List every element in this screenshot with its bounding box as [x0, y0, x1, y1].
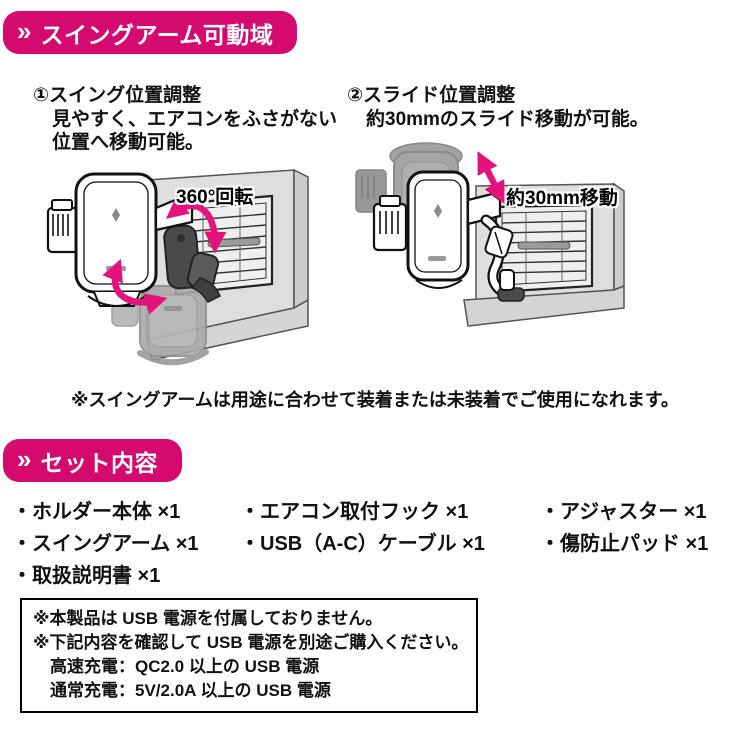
slide-arrow — [477, 151, 505, 204]
set-item: ・USB（A-C）ケーブル ×1 — [240, 533, 485, 555]
vent-clip — [372, 195, 408, 252]
notice-line-2: ※下記内容を確認して USB 電源を別途ご購入ください。 — [33, 633, 469, 652]
double-chevron-icon: » — [17, 443, 32, 474]
step-1-line-1: 見やすく、エアコンをふさがない — [52, 109, 338, 130]
set-item: ・ホルダー本体 ×1 — [12, 501, 181, 523]
usb-power-notice-box: ※本製品は USB 電源を付属しておりません。 ※下記内容を確認して USB 電… — [20, 598, 478, 713]
charging-indicator-mark — [434, 204, 442, 218]
slide-adjustment-illustration — [355, 142, 625, 327]
notice-line-1: ※本製品は USB 電源を付属しておりません。 — [33, 609, 383, 628]
set-item: ・アジャスター ×1 — [540, 501, 707, 523]
set-item: ・スイングアーム ×1 — [12, 533, 199, 555]
set-item: ・取扱説明書 ×1 — [12, 565, 161, 587]
diagram-slide-adjustment — [350, 140, 650, 345]
step-1-heading: ①スイング位置調整 — [33, 85, 202, 106]
section-header-set-contents: » セット内容 — [3, 439, 182, 482]
double-chevron-icon: » — [17, 15, 32, 46]
step-1-line-2: 位置へ移動可能。 — [52, 132, 205, 153]
brand-mark — [428, 256, 446, 261]
notice-line-3: 高速充電：QC2.0 以上の USB 電源 — [50, 657, 320, 676]
slide-mount-arm — [480, 214, 525, 302]
set-contents-column-1: ・ホルダー本体 ×1 ・スイングアーム ×1 ・取扱説明書 ×1 — [12, 496, 199, 592]
step-2-caption: ②スライド位置調整 約30mmのスライド移動が可能。 — [347, 84, 649, 131]
diagram-swing-rotation — [40, 150, 340, 375]
section-header-swing-range: » スイングアーム可動域 — [3, 11, 298, 54]
set-item: ・傷防止パッド ×1 — [540, 533, 709, 555]
set-item: ・エアコン取付フック ×1 — [240, 501, 469, 523]
notice-line-4: 通常充電：5V/2.0A 以上の USB 電源 — [50, 681, 331, 700]
section-title-swing-range: スイングアーム可動域 — [40, 21, 274, 48]
step-2-heading: ②スライド位置調整 — [347, 85, 516, 106]
vent-clip — [46, 199, 80, 254]
phone-holder — [372, 170, 502, 289]
set-contents-column-3: ・アジャスター ×1 ・傷防止パッド ×1 — [540, 496, 708, 560]
rotation-arrow-lower — [102, 258, 168, 315]
vent-panel-side — [293, 168, 309, 310]
swing-rotation-illustration — [46, 168, 309, 366]
step-2-line-1: 約30mmのスライド移動が可能。 — [366, 109, 649, 130]
charging-indicator-mark — [112, 208, 120, 222]
section-title-set-contents: セット内容 — [40, 449, 158, 476]
step-1-caption: ①スイング位置調整 見やすく、エアコンをふさがない 位置へ移動可能。 — [33, 84, 337, 154]
swing-arm-usage-note: ※スイングアームは用途に合わせて装着または未装着でご使用になれます。 — [70, 390, 680, 410]
slide-distance-label: 約30mm移動 — [506, 188, 618, 209]
set-contents-column-2: ・エアコン取付フック ×1 ・USB（A-C）ケーブル ×1 — [240, 496, 485, 560]
rotation-arrow-upper — [166, 196, 227, 254]
dash-ledge — [463, 284, 625, 327]
rotation-range-label: 360°回転 — [176, 187, 254, 208]
